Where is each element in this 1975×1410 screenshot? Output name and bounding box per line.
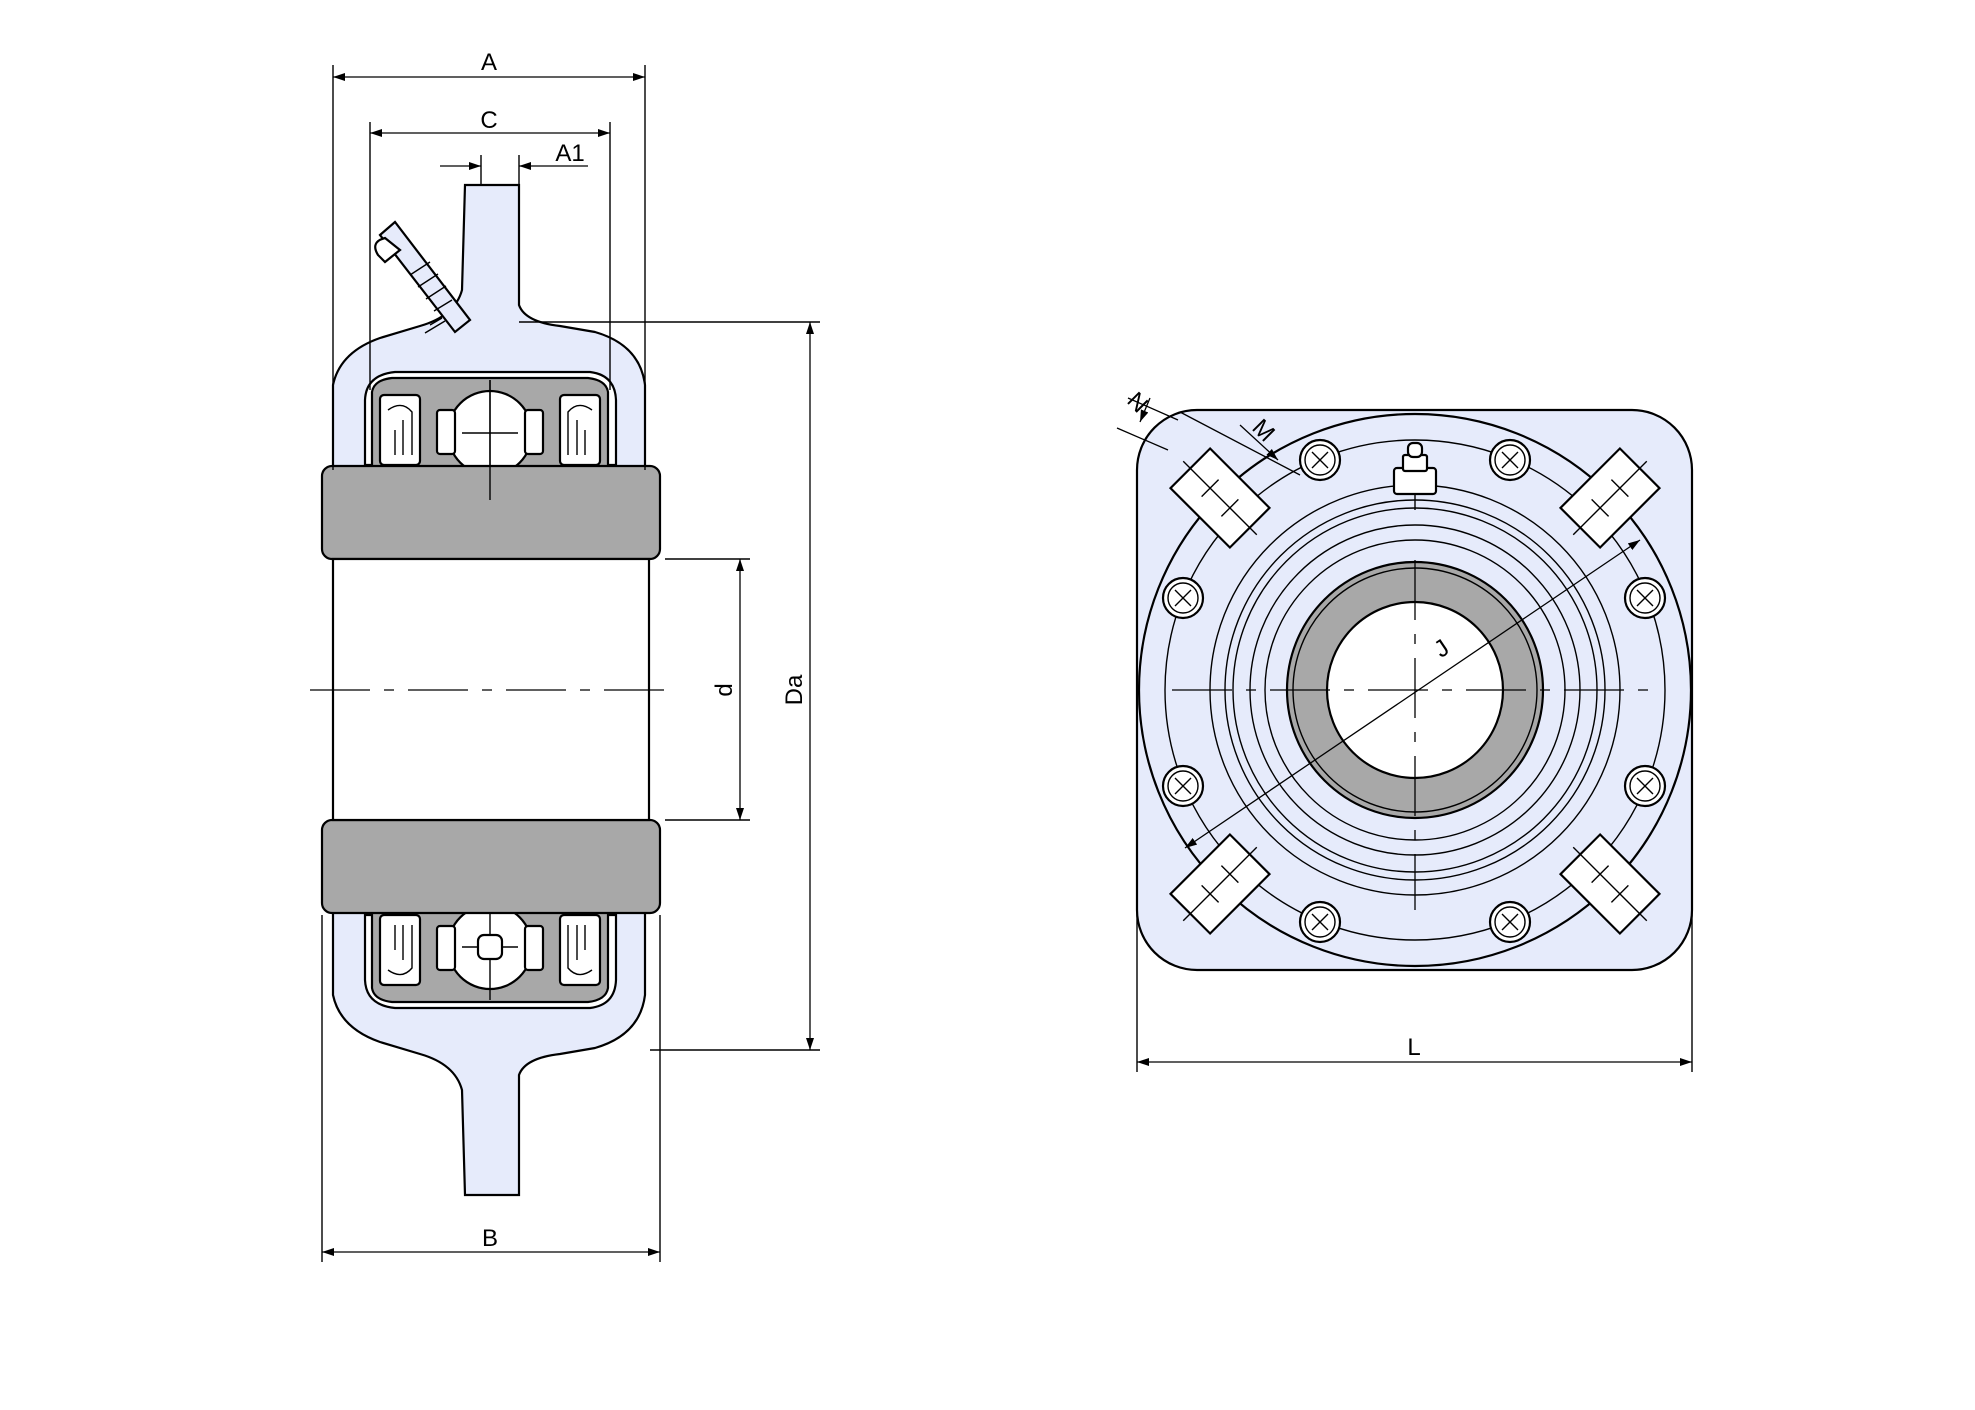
grease-nipple-side [374, 220, 472, 334]
side-section-view: A C A1 d Da B [310, 49, 820, 1262]
front-view: J N M L [1116, 387, 1694, 1072]
mounting-slot-bottom-left [1168, 832, 1272, 936]
dim-label-d: d [711, 683, 738, 696]
dim-label-L: L [1407, 1034, 1420, 1061]
mounting-slot-top-right [1558, 446, 1662, 550]
dim-label-B: B [482, 1225, 498, 1252]
mounting-slot-top-left [1168, 446, 1272, 550]
mounting-slot-bottom-right [1558, 832, 1662, 936]
grease-nipple-front [1392, 441, 1438, 510]
dim-label-Da: Da [781, 674, 808, 705]
dim-label-C: C [480, 107, 497, 134]
inner-ring-bottom [320, 818, 662, 915]
dim-label-A: A [481, 49, 497, 76]
dim-label-A1: A1 [555, 140, 584, 167]
inner-ring-top [320, 464, 662, 561]
dim-label-N: N [1122, 387, 1153, 418]
